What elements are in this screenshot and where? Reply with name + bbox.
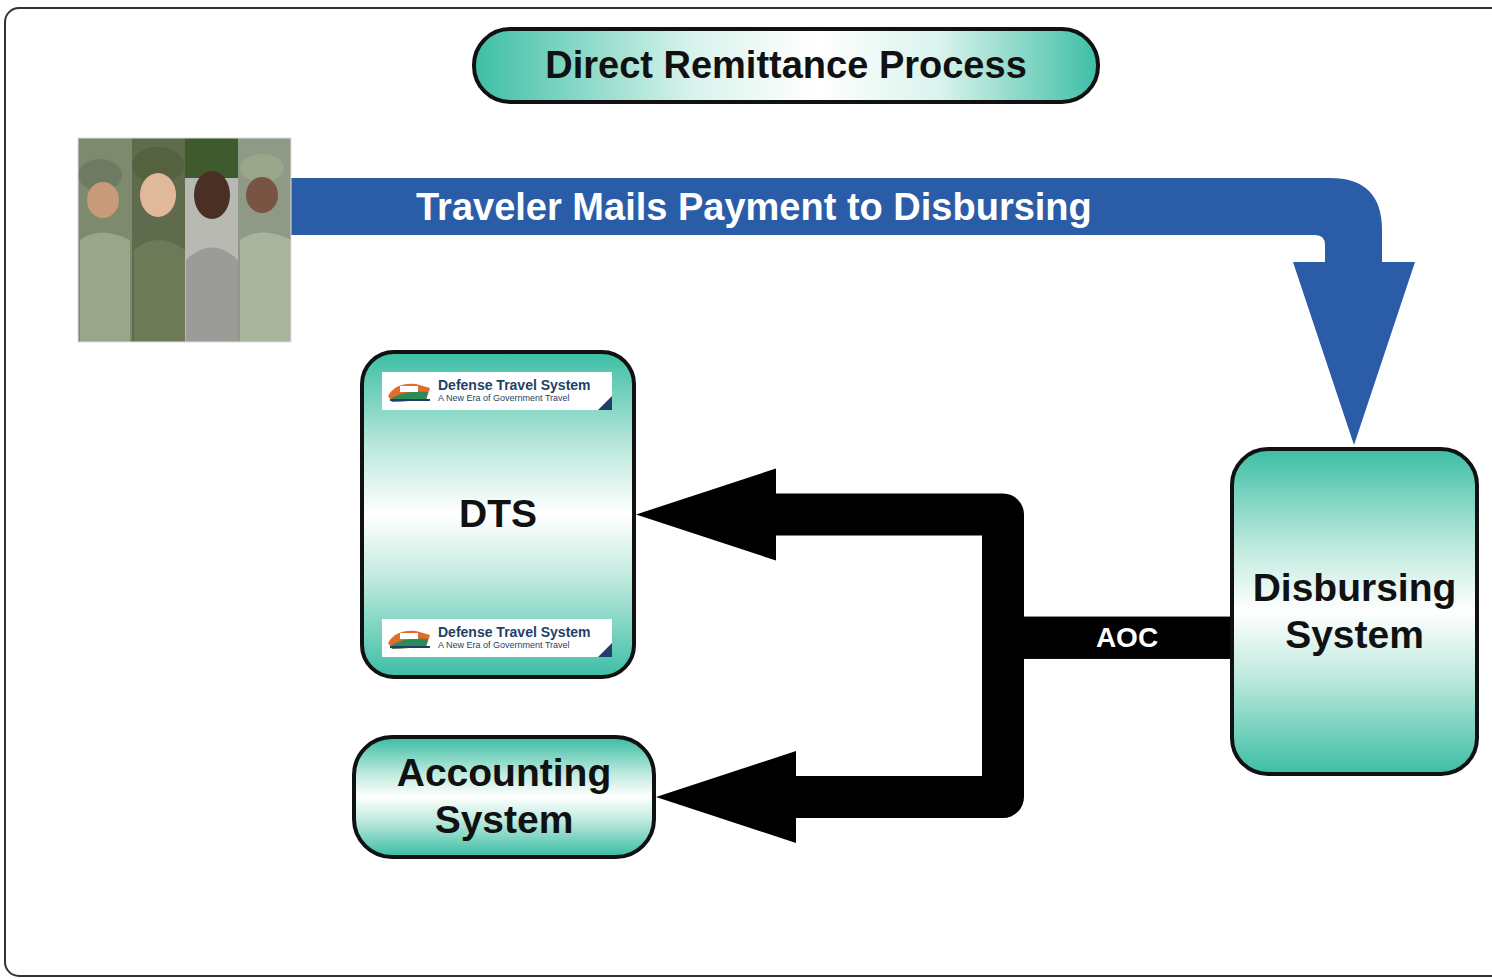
dts-logo: Defense Travel SystemA New Era of Govern…	[382, 619, 612, 657]
outer-frame	[5, 8, 1492, 976]
traveler-photo	[78, 138, 291, 342]
title-text: Direct Remittance Process	[545, 44, 1027, 87]
system-box: Accounting System	[352, 735, 656, 859]
dts-logo: Defense Travel SystemA New Era of Govern…	[382, 372, 612, 410]
box-title: Disbursing System	[1234, 565, 1475, 659]
box-title: DTS	[449, 491, 547, 538]
title-pill: Direct Remittance Process	[472, 27, 1100, 104]
system-box: Disbursing System	[1230, 447, 1479, 776]
system-box: Defense Travel SystemA New Era of Govern…	[360, 350, 636, 679]
logo-tagline: A New Era of Government Travel	[438, 394, 591, 404]
aoc-connector	[636, 469, 1230, 638]
logo-name: Defense Travel System	[438, 378, 591, 393]
logo-name: Defense Travel System	[438, 625, 591, 640]
connector-line	[796, 638, 1230, 797]
dts-logo-icon	[386, 376, 434, 406]
dts-logo-icon	[386, 623, 434, 653]
aoc-connector	[656, 638, 1230, 843]
box-title: Accounting System	[356, 750, 652, 844]
mail-arrow	[291, 178, 1415, 445]
arrow-head	[656, 751, 796, 843]
connector-label: AOC	[1090, 621, 1164, 655]
arrow-label: Traveler Mails Payment to Disbursing	[416, 183, 1092, 231]
logo-tagline: A New Era of Government Travel	[438, 641, 591, 651]
arrow-head	[636, 469, 776, 561]
